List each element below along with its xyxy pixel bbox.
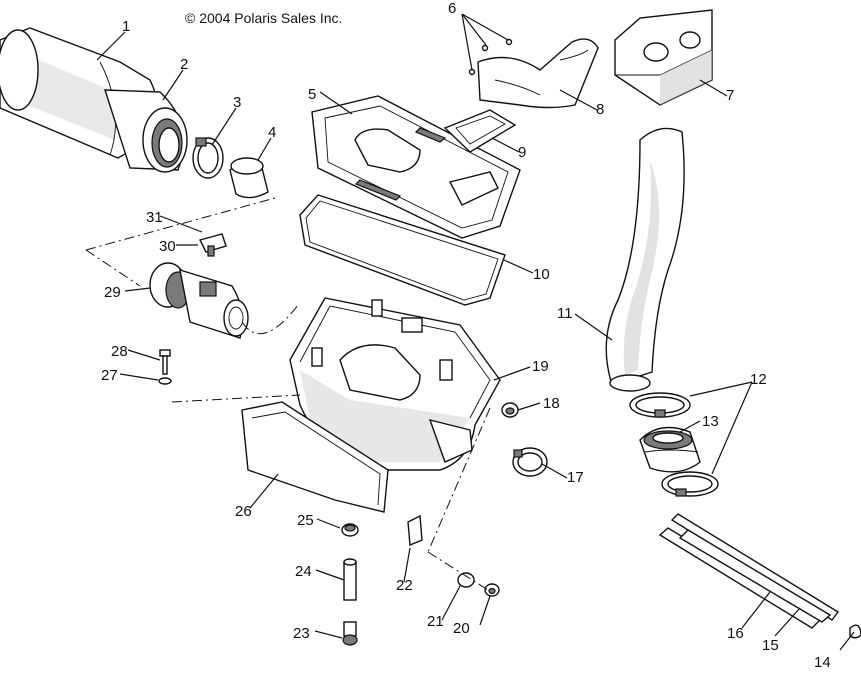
- part-27-washer: [158, 377, 172, 385]
- callout-17: 17: [567, 469, 584, 486]
- part-29-throttle-body: [149, 262, 249, 339]
- part-30-sensor: [198, 233, 227, 257]
- callout-16: 16: [727, 625, 744, 642]
- callout-19: 19: [532, 358, 549, 375]
- callout-27: 27: [101, 367, 118, 384]
- part-6-screws: [468, 38, 513, 76]
- part-24-tube: [343, 558, 357, 601]
- part-17-clamp: [512, 447, 548, 477]
- callout-20: 20: [453, 620, 470, 637]
- part-5-airbox-cover: [311, 95, 521, 239]
- callout-23: 23: [293, 625, 310, 642]
- part-11-hose: [605, 127, 685, 392]
- callout-2: 2: [180, 56, 188, 73]
- callout-11: 11: [557, 305, 573, 322]
- callout-13: 13: [702, 413, 719, 430]
- callout-3: 3: [233, 94, 241, 111]
- part-7-housing: [614, 9, 713, 106]
- part-4-coupler: [229, 157, 269, 199]
- callout-5: 5: [308, 86, 316, 103]
- callout-1: 1: [122, 18, 130, 35]
- part-2-filter-element: [104, 89, 188, 173]
- part-12-hose-clamps: [629, 392, 719, 497]
- callout-21: 21: [427, 613, 444, 630]
- part-19-airbox-base: [289, 297, 501, 471]
- callout-29: 29: [104, 284, 121, 301]
- callout-10: 10: [533, 266, 550, 283]
- part-15-16-tubes: [658, 513, 840, 629]
- callout-25: 25: [297, 512, 314, 529]
- part-23-fitting: [342, 621, 358, 646]
- part-22-bracket: [407, 514, 423, 547]
- callout-14: 14: [814, 654, 831, 669]
- callout-26: 26: [235, 503, 252, 520]
- part-25-cap: [341, 523, 359, 537]
- part-26-panel: [241, 401, 389, 513]
- part-18-clip: [501, 402, 519, 418]
- callout-28: 28: [111, 343, 128, 360]
- callout-24: 24: [295, 563, 312, 580]
- callout-9: 9: [518, 144, 526, 161]
- part-21-plug: [457, 572, 475, 588]
- callout-labels: 1 2 3 4 5 6 7 8 9 10 11 12 13 14 15 16 1…: [101, 0, 831, 671]
- callout-22: 22: [396, 577, 413, 594]
- part-8-intake-duct: [477, 38, 599, 109]
- callout-18: 18: [543, 395, 560, 412]
- copyright-notice: © 2004 Polaris Sales Inc.: [185, 10, 343, 26]
- callout-6: 6: [448, 0, 456, 17]
- part-9-cover-plate: [443, 109, 517, 153]
- callout-30: 30: [159, 238, 176, 255]
- callout-15: 15: [762, 637, 779, 654]
- leader-lines: [96, 13, 855, 651]
- part-28-bolt: [159, 349, 171, 375]
- center-lines: [85, 197, 491, 591]
- part-10-gasket: [299, 194, 506, 306]
- callout-31: 31: [146, 209, 163, 226]
- callout-4: 4: [268, 124, 276, 141]
- part-20-clip: [484, 583, 500, 597]
- callout-12: 12: [750, 371, 767, 388]
- part-3-clamp: [192, 137, 224, 179]
- part-13-coupler: [639, 426, 701, 473]
- callout-8: 8: [596, 101, 604, 118]
- callout-7: 7: [726, 87, 734, 104]
